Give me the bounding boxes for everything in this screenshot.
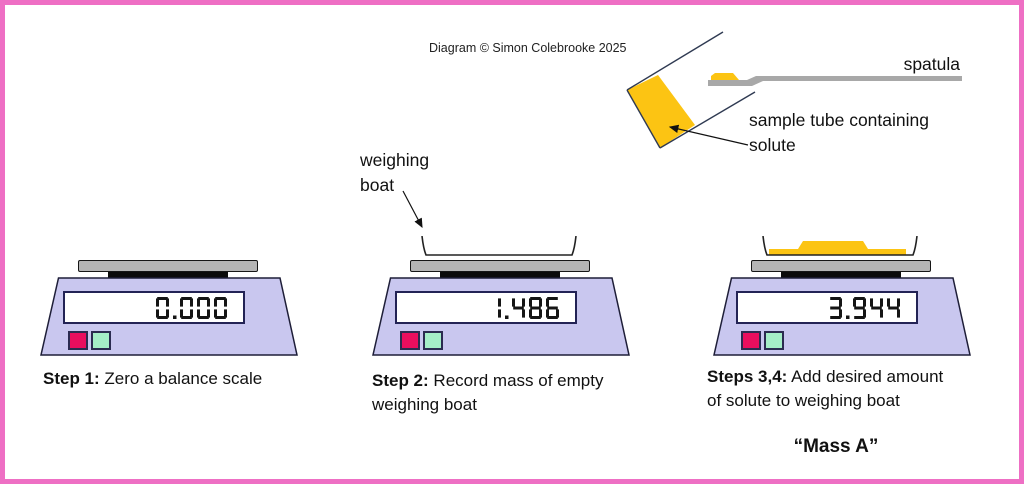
sample-tube-pointer-arrow (668, 124, 749, 146)
step-1-caption: Step 1: Zero a balance scale (43, 369, 263, 388)
solute-mound (798, 241, 868, 249)
spatula-shape (708, 76, 962, 86)
sample-tube-outline (626, 31, 756, 149)
sample-tube-label: sample tube containing solute (749, 110, 929, 155)
copyright-text: Diagram © Simon Colebrooke 2025 (429, 41, 627, 55)
scale-button-red (741, 331, 761, 350)
solute-on-spatula (711, 73, 739, 80)
sample-tube-and-spatula-illustration (626, 31, 962, 149)
platform-pedestal (781, 271, 901, 279)
spatula-label: spatula (903, 54, 960, 74)
weighing-platform (78, 260, 258, 272)
weighing-boat-empty (421, 236, 577, 256)
scale-button-green (423, 331, 443, 350)
mass-display (63, 291, 245, 324)
platform-pedestal (440, 271, 560, 279)
display-value (156, 296, 227, 319)
mass-a-label: “Mass A” (793, 436, 879, 457)
scale-button-red (68, 331, 88, 350)
balance-scale-3 (713, 236, 971, 470)
display-value (830, 296, 900, 319)
solute-in-tube (627, 75, 695, 148)
display-value (498, 296, 559, 319)
balance-scale-1 (40, 260, 298, 470)
balance-scale-2 (372, 236, 630, 470)
steps-3-4-caption: Steps 3,4: Add desired amount of solute … (707, 367, 944, 410)
weighing-boat-with-solute (762, 236, 918, 256)
scale-button-red (400, 331, 420, 350)
mass-display (736, 291, 918, 324)
mass-display (395, 291, 577, 324)
scale-button-green (764, 331, 784, 350)
weighing-boat-pointer-arrow (402, 190, 423, 229)
weighing-boat-label: weighing boat (360, 150, 430, 195)
platform-pedestal (108, 271, 228, 279)
scale-button-green (91, 331, 111, 350)
step-2-caption: Step 2: Record mass of empty weighing bo… (372, 371, 604, 414)
weighing-platform (410, 260, 590, 272)
weighing-platform (751, 260, 931, 272)
